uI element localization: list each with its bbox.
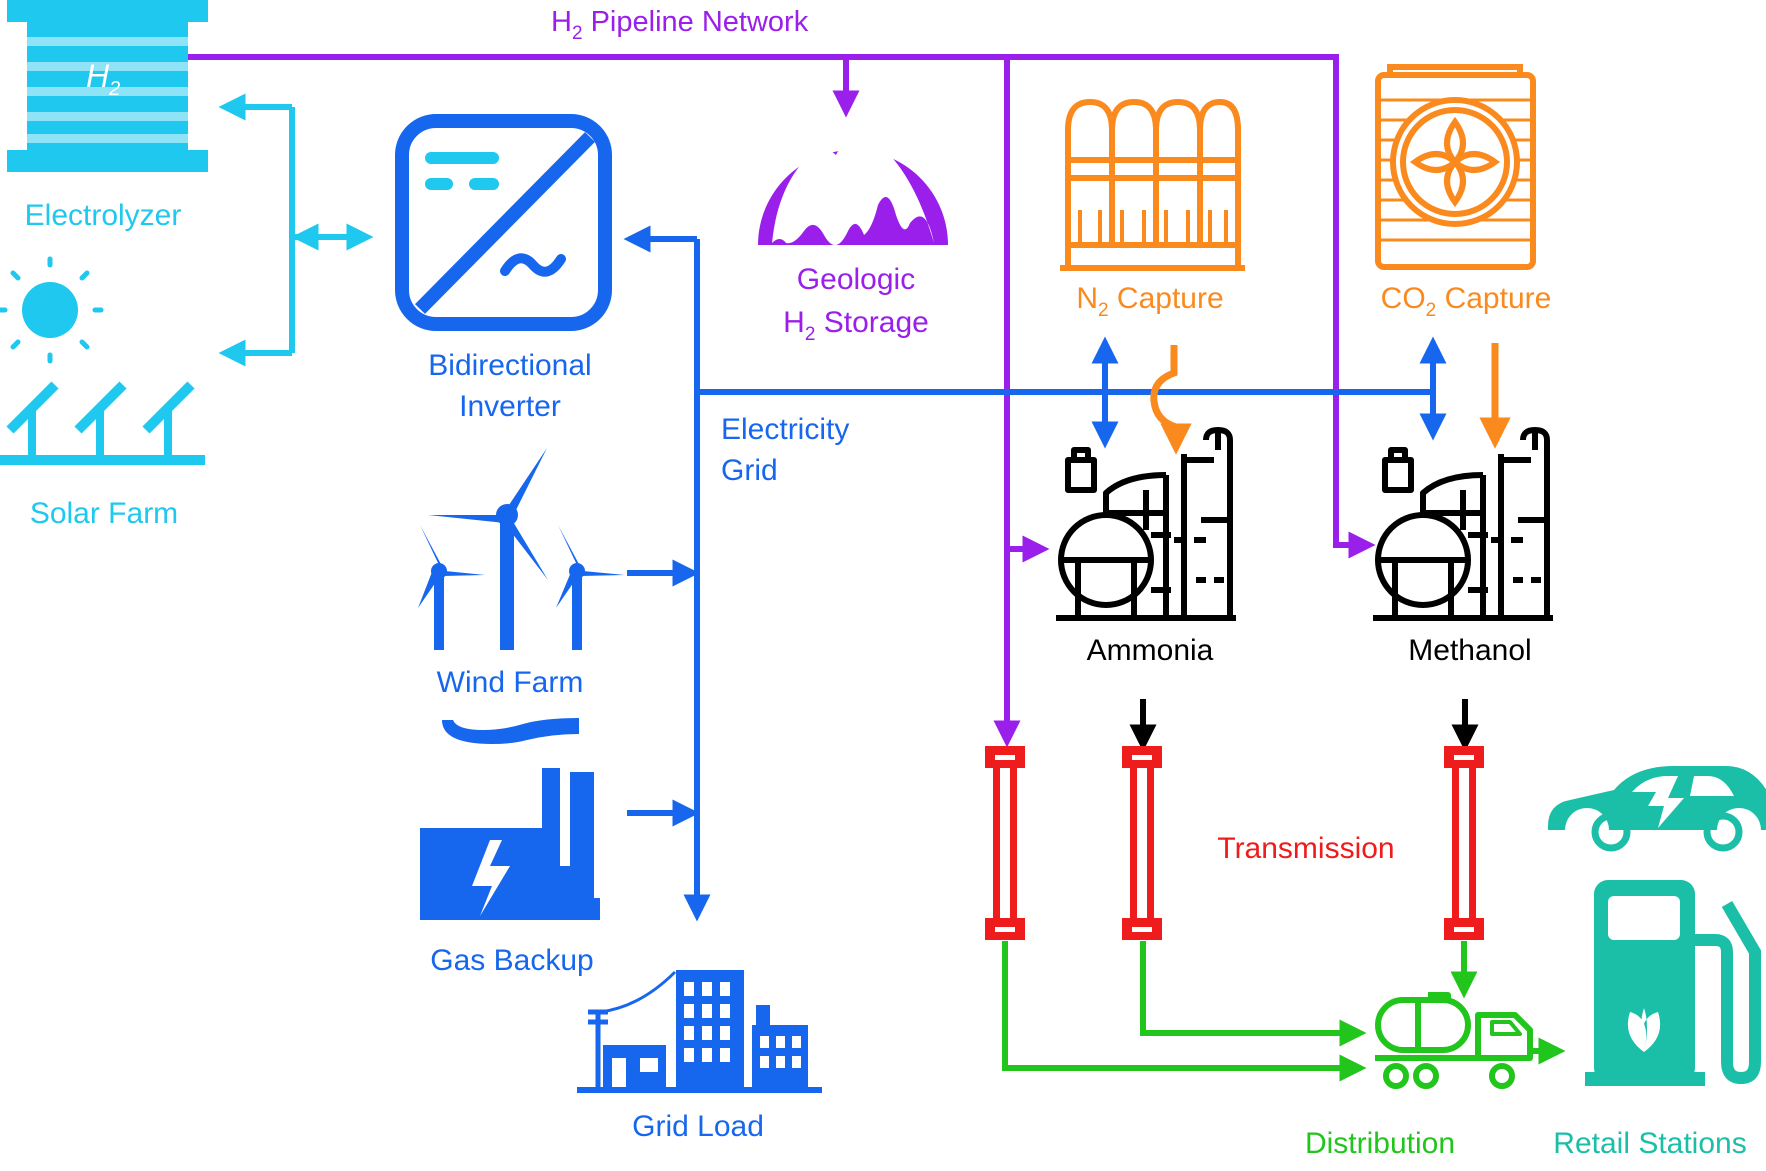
gas-backup-label: Gas Backup [430, 944, 593, 977]
h2-pipeline-network [183, 54, 1376, 748]
renewables-bus [218, 93, 374, 367]
bidirectional-inverter-icon [395, 114, 612, 331]
wind-farm-icon [418, 448, 625, 650]
grid-load-label: Grid Load [632, 1110, 764, 1143]
electricity-grid-label-line1: Electricity [721, 413, 849, 446]
electrolyzer-h2-mark: H2 [86, 58, 120, 100]
electrolyzer-icon: H2 [7, 0, 208, 172]
geologic-storage-label-line1: Geologic [797, 263, 915, 296]
geologic-storage-label-line2: H2 Storage [783, 306, 929, 345]
methanol-transmission-pipe-icon [1444, 746, 1484, 940]
retail-stations-label: Retail Stations [1553, 1127, 1746, 1160]
plant-output-arrows [1129, 699, 1479, 752]
grid-load-icon [577, 970, 822, 1093]
ammonia-plant-icon [1056, 430, 1236, 618]
transmission-label: Transmission [1217, 832, 1394, 865]
methanol-plant-icon [1373, 430, 1553, 618]
methanol-label: Methanol [1408, 634, 1531, 667]
h2-transmission-pipe-icon [985, 746, 1025, 940]
fuel-pump-icon [1585, 880, 1761, 1086]
electricity-grid [623, 225, 1447, 922]
distribution-lines [1002, 941, 1566, 1082]
sun-icon [0, 256, 104, 364]
inverter-label-line2: Inverter [459, 390, 561, 423]
tanker-truck-icon [1375, 992, 1533, 1089]
solar-panels-icon [0, 381, 205, 465]
co2-capture-icon [1375, 64, 1536, 270]
geologic-storage-icon [758, 141, 948, 246]
co2-capture-label: CO2 Capture [1381, 282, 1552, 321]
n2-feed-arrow [1150, 345, 1192, 455]
distribution-label: Distribution [1305, 1127, 1455, 1160]
ammonia-transmission-pipe-icon [1122, 746, 1162, 940]
wind-farm-label: Wind Farm [437, 666, 584, 699]
inverter-label-line1: Bidirectional [428, 349, 591, 382]
n2-capture-icon [1060, 99, 1245, 271]
electrolyzer-label: Electrolyzer [25, 199, 182, 232]
solar-farm-label: Solar Farm [30, 497, 178, 530]
electricity-grid-label-line2: Grid [721, 454, 778, 487]
h2-pipeline-label: H2 Pipeline Network [551, 6, 809, 44]
ammonia-label: Ammonia [1087, 634, 1214, 667]
gas-backup-icon [420, 718, 600, 920]
n2-capture-label: N2 Capture [1076, 282, 1223, 321]
electric-car-icon [1548, 766, 1766, 852]
